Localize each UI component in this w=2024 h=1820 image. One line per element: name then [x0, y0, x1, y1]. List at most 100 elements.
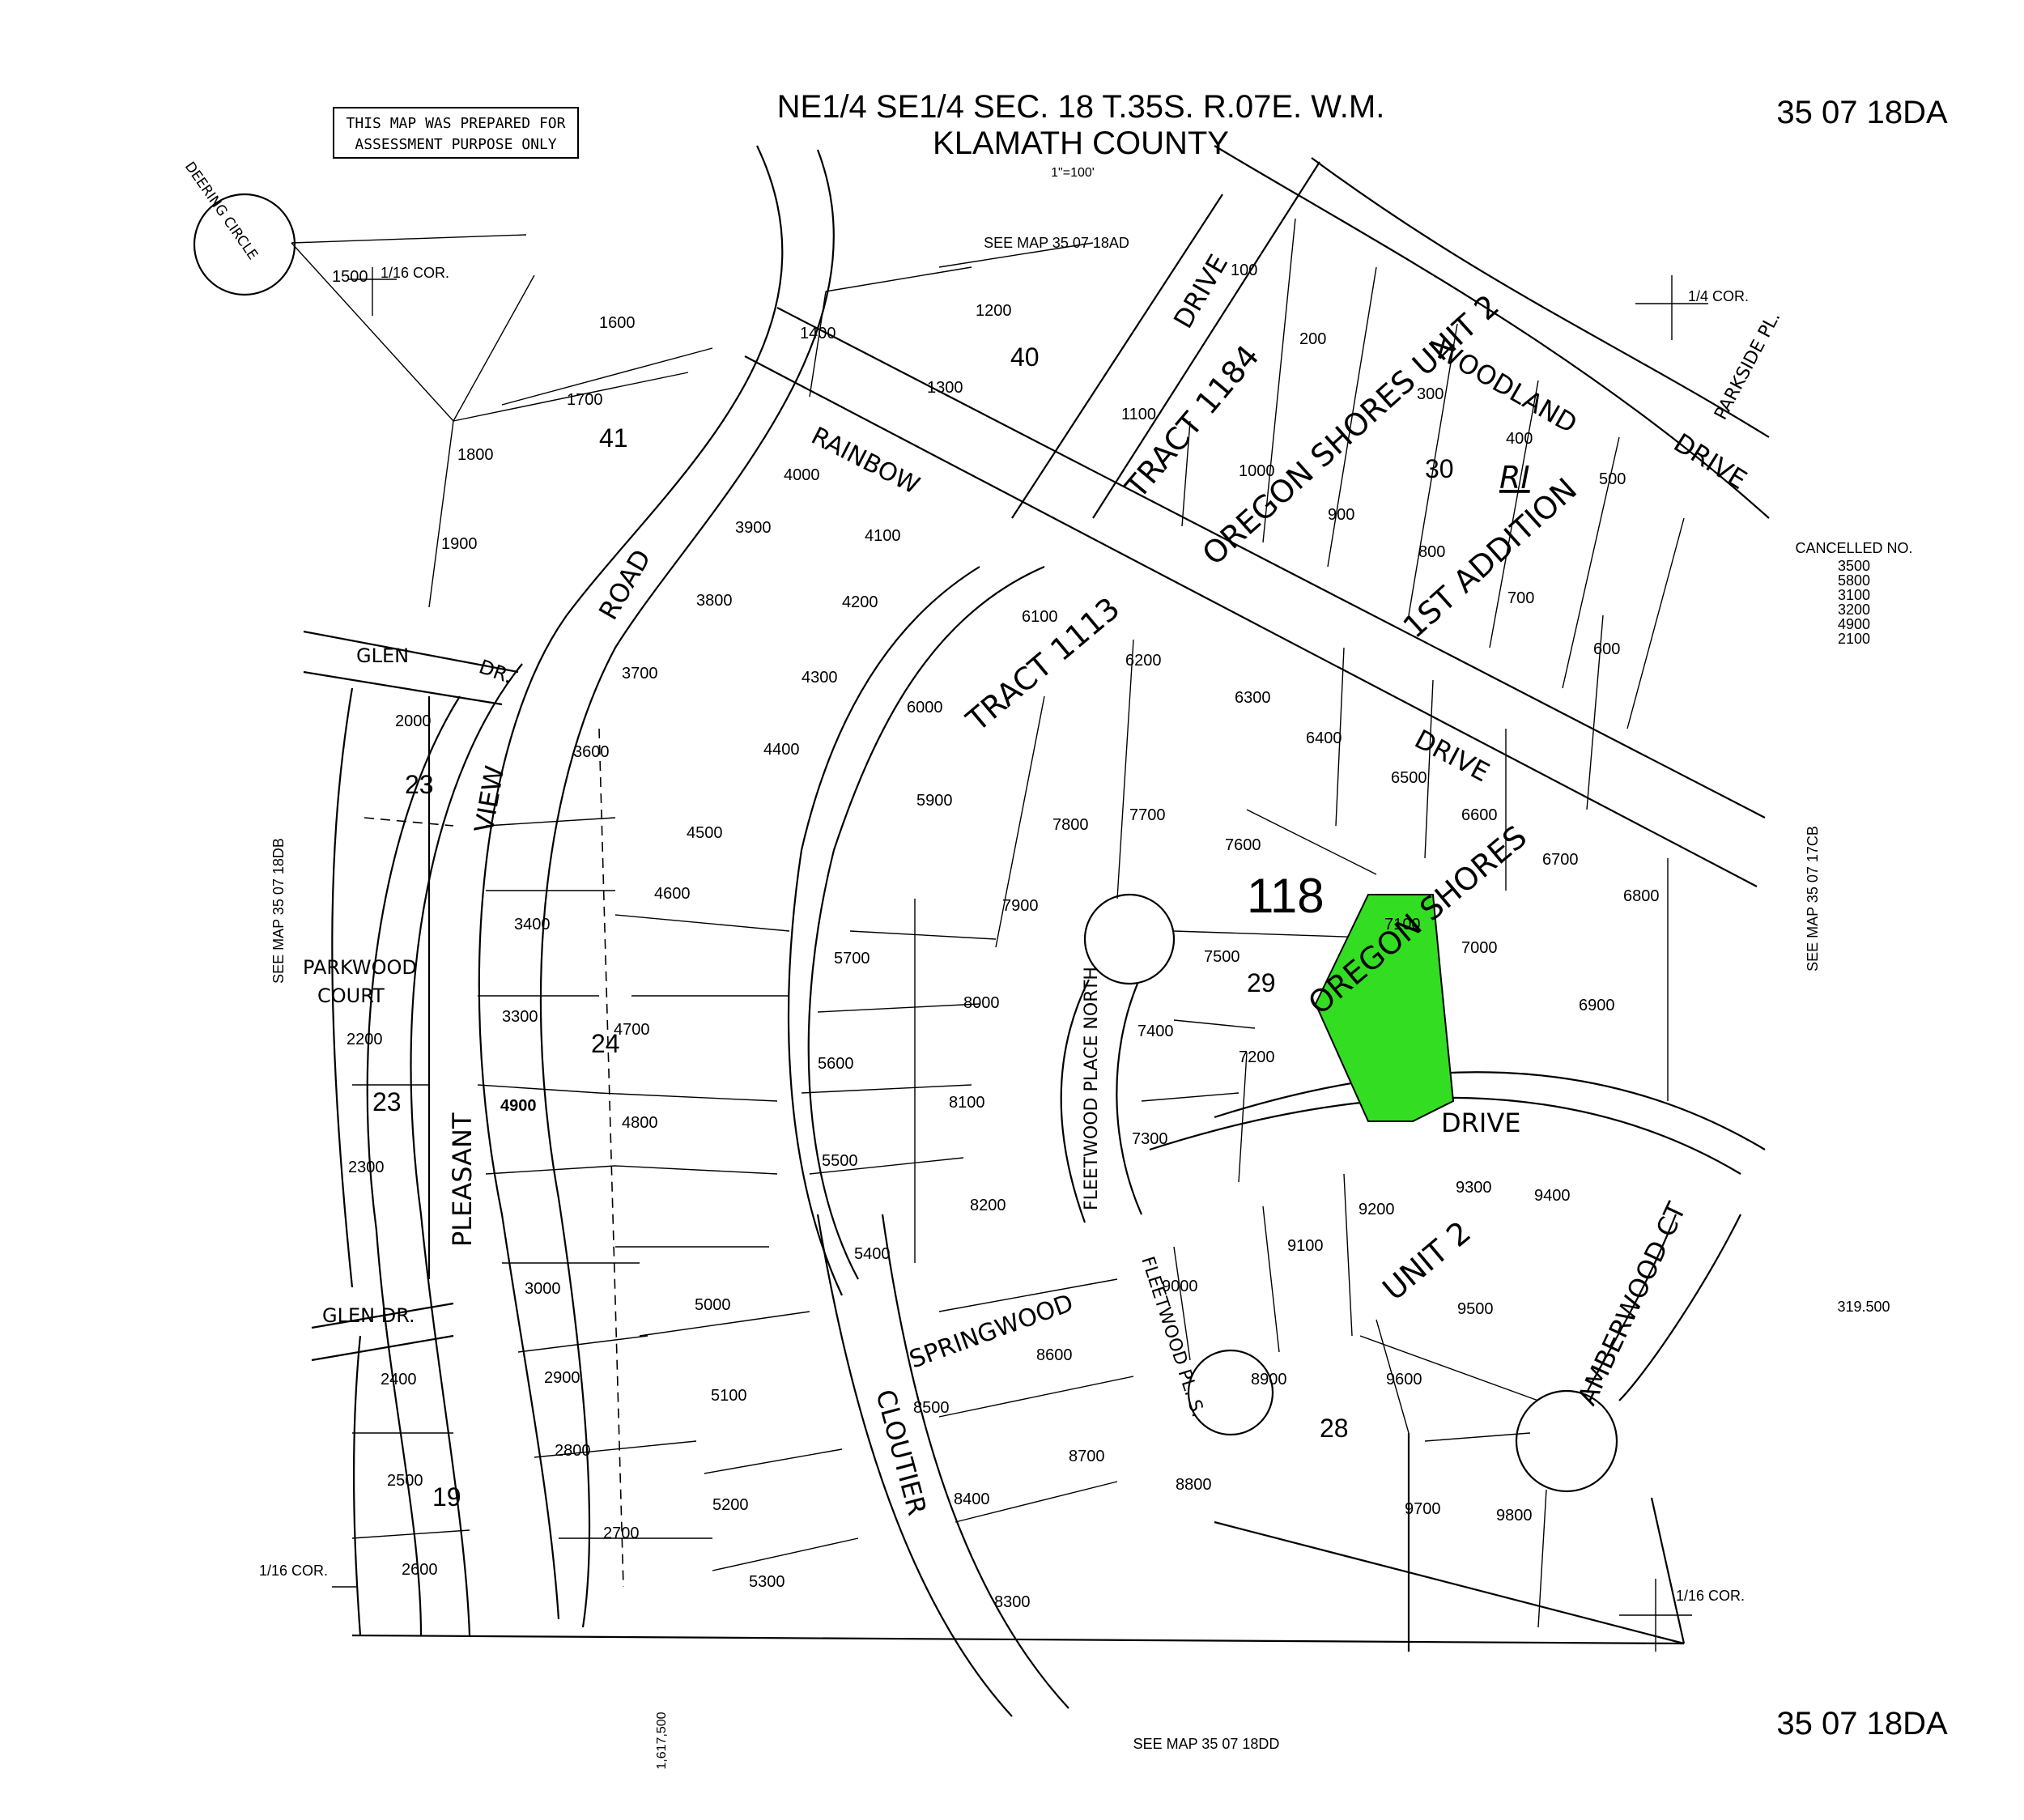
road-linework	[193, 145, 1770, 1717]
taxlot-number[interactable]: 1400	[800, 325, 836, 342]
taxlot-number[interactable]: 9200	[1359, 1201, 1395, 1218]
taxlot-number[interactable]: 6900	[1579, 997, 1615, 1014]
taxlot-number[interactable]: 400	[1506, 430, 1533, 448]
taxlot-number[interactable]: 2000	[395, 712, 432, 730]
map-title-line1: NE1/4 SE1/4 SEC. 18 T.35S. R.07E. W.M.	[777, 89, 1385, 125]
taxlot-number[interactable]: 7900	[1002, 897, 1039, 915]
taxlot-number[interactable]: 8300	[994, 1593, 1031, 1611]
taxlot-number[interactable]: 6400	[1306, 729, 1342, 747]
taxlot-number[interactable]: 2200	[347, 1031, 383, 1048]
taxlot-number[interactable]: 5400	[854, 1245, 891, 1263]
taxlot-number[interactable]: 2800	[555, 1442, 591, 1460]
taxlot-number[interactable]: 8000	[963, 994, 1000, 1012]
taxlot-number[interactable]: 5700	[834, 950, 870, 967]
taxlot-number[interactable]: 9500	[1457, 1300, 1494, 1318]
cancelled-number: 3100	[1838, 587, 1870, 603]
taxlot-number[interactable]: 7100	[1384, 916, 1421, 933]
taxlot-number[interactable]: 4600	[654, 885, 691, 903]
taxlot-number[interactable]: 1900	[441, 535, 478, 553]
taxlot-number[interactable]: 3300	[502, 1008, 538, 1026]
taxlot-number[interactable]: 1700	[567, 391, 603, 409]
taxlot-number[interactable]: 4100	[865, 527, 901, 545]
taxlot-number[interactable]: 5600	[818, 1055, 854, 1073]
taxlot-number[interactable]: 9800	[1496, 1507, 1533, 1524]
taxlot-number[interactable]: 4000	[784, 466, 820, 484]
section-corner-bottom-right: 1/16 COR.	[1619, 1579, 1745, 1652]
taxlot-number[interactable]: 600	[1593, 640, 1620, 658]
subdivision-oregon-shores-unit2: OREGON SHORES UNIT 2	[1196, 287, 1506, 572]
taxlot-number[interactable]: 7000	[1461, 939, 1498, 957]
taxlot-number[interactable]: 5200	[712, 1496, 749, 1514]
taxlot-number[interactable]: 5300	[749, 1573, 785, 1591]
taxlot-number[interactable]: 7500	[1204, 948, 1240, 966]
taxlot-number[interactable]: 1200	[976, 302, 1012, 320]
highlighted-parcel[interactable]	[1314, 894, 1455, 1122]
taxlot-number[interactable]: 1100	[1121, 406, 1156, 423]
taxlot-number[interactable]: 9300	[1456, 1179, 1492, 1197]
taxlot-number[interactable]: 6500	[1391, 769, 1427, 787]
taxlot-number[interactable]: 4300	[802, 669, 838, 687]
taxlot-number[interactable]: 5900	[916, 792, 953, 810]
taxlot-number[interactable]: 1800	[457, 446, 494, 464]
taxlot-number[interactable]: 3800	[696, 592, 733, 610]
taxlot-number[interactable]: 800	[1418, 543, 1445, 561]
taxlot-number[interactable]: 3900	[735, 519, 772, 537]
taxlot-number[interactable]: 1600	[599, 314, 636, 332]
taxlot-number[interactable]: 8200	[970, 1197, 1006, 1214]
taxlot-number[interactable]: 5500	[822, 1152, 858, 1170]
taxlot-number[interactable]: 9000	[1162, 1278, 1198, 1295]
taxlot-number[interactable]: 200	[1299, 330, 1326, 348]
taxlot-number[interactable]: 9100	[1287, 1237, 1324, 1255]
taxlot-number[interactable]: 2900	[544, 1369, 580, 1387]
taxlot-number[interactable]: 6200	[1125, 652, 1162, 670]
taxlot-number[interactable]: 2700	[603, 1524, 640, 1542]
taxlot-number[interactable]: 6300	[1235, 689, 1271, 707]
taxlot-number[interactable]: 700	[1507, 589, 1534, 607]
taxlot-number[interactable]: 6800	[1623, 887, 1660, 905]
taxlot-number[interactable]: 6100	[1022, 608, 1058, 626]
taxlot-number[interactable]: 8700	[1069, 1448, 1105, 1465]
taxlot-number[interactable]: 8400	[954, 1490, 990, 1508]
taxlot-number[interactable]: 7200	[1239, 1048, 1275, 1066]
taxlot-number[interactable]: 100	[1231, 262, 1257, 279]
taxlot-number[interactable]: 3000	[525, 1280, 561, 1298]
taxlot-number[interactable]: 2400	[381, 1371, 417, 1388]
taxlot-number[interactable]: 9400	[1534, 1187, 1571, 1205]
taxlot-number[interactable]: 2300	[348, 1159, 385, 1176]
taxlot-number[interactable]: 7800	[1052, 816, 1089, 834]
taxlot-number[interactable]: 4500	[687, 824, 723, 842]
taxlot-number[interactable]: 1500	[332, 268, 368, 286]
taxlot-number[interactable]: 6700	[1542, 851, 1579, 869]
taxlot-number[interactable]: 1000	[1239, 462, 1275, 480]
taxlot-number[interactable]: 7400	[1137, 1023, 1174, 1040]
taxlot-number[interactable]: 500	[1599, 470, 1626, 488]
taxlot-number[interactable]: 8900	[1251, 1371, 1287, 1388]
road-label-parkside: PARKSIDE PL.	[1711, 308, 1784, 423]
taxlot-number[interactable]: 4800	[622, 1114, 658, 1132]
taxlot-number[interactable]: 300	[1417, 385, 1444, 403]
taxlot-number[interactable]: 8100	[949, 1094, 985, 1112]
taxlot-number[interactable]: 7300	[1132, 1130, 1168, 1148]
taxlot-number[interactable]: 6000	[907, 699, 943, 717]
taxlot-number[interactable]: 4400	[763, 741, 800, 759]
taxlot-number[interactable]: 5000	[695, 1296, 731, 1314]
taxlot-number[interactable]: 2500	[387, 1472, 423, 1490]
taxlot-number[interactable]: 3700	[622, 665, 658, 682]
taxlot-number[interactable]: 3400	[514, 916, 551, 933]
taxlot-number[interactable]: 2600	[402, 1561, 438, 1579]
taxlot-number[interactable]: 5100	[711, 1387, 747, 1405]
taxlot-number[interactable]: 6600	[1461, 806, 1498, 824]
taxlot-number[interactable]: 900	[1328, 506, 1354, 524]
taxlot-number[interactable]: 7700	[1129, 806, 1166, 824]
taxlot-number[interactable]: 4900	[500, 1097, 537, 1115]
taxlot-number[interactable]: 4700	[614, 1021, 650, 1039]
taxlot-number[interactable]: 8500	[913, 1399, 950, 1417]
taxlot-number[interactable]: 1300	[927, 379, 963, 397]
taxlot-number[interactable]: 7600	[1225, 836, 1261, 854]
taxlot-number[interactable]: 8800	[1176, 1476, 1212, 1494]
taxlot-number[interactable]: 3600	[573, 743, 610, 761]
taxlot-number[interactable]: 9700	[1405, 1500, 1441, 1518]
taxlot-number[interactable]: 9600	[1386, 1371, 1422, 1388]
taxlot-number[interactable]: 4200	[842, 593, 878, 611]
taxlot-number[interactable]: 8600	[1036, 1346, 1073, 1364]
